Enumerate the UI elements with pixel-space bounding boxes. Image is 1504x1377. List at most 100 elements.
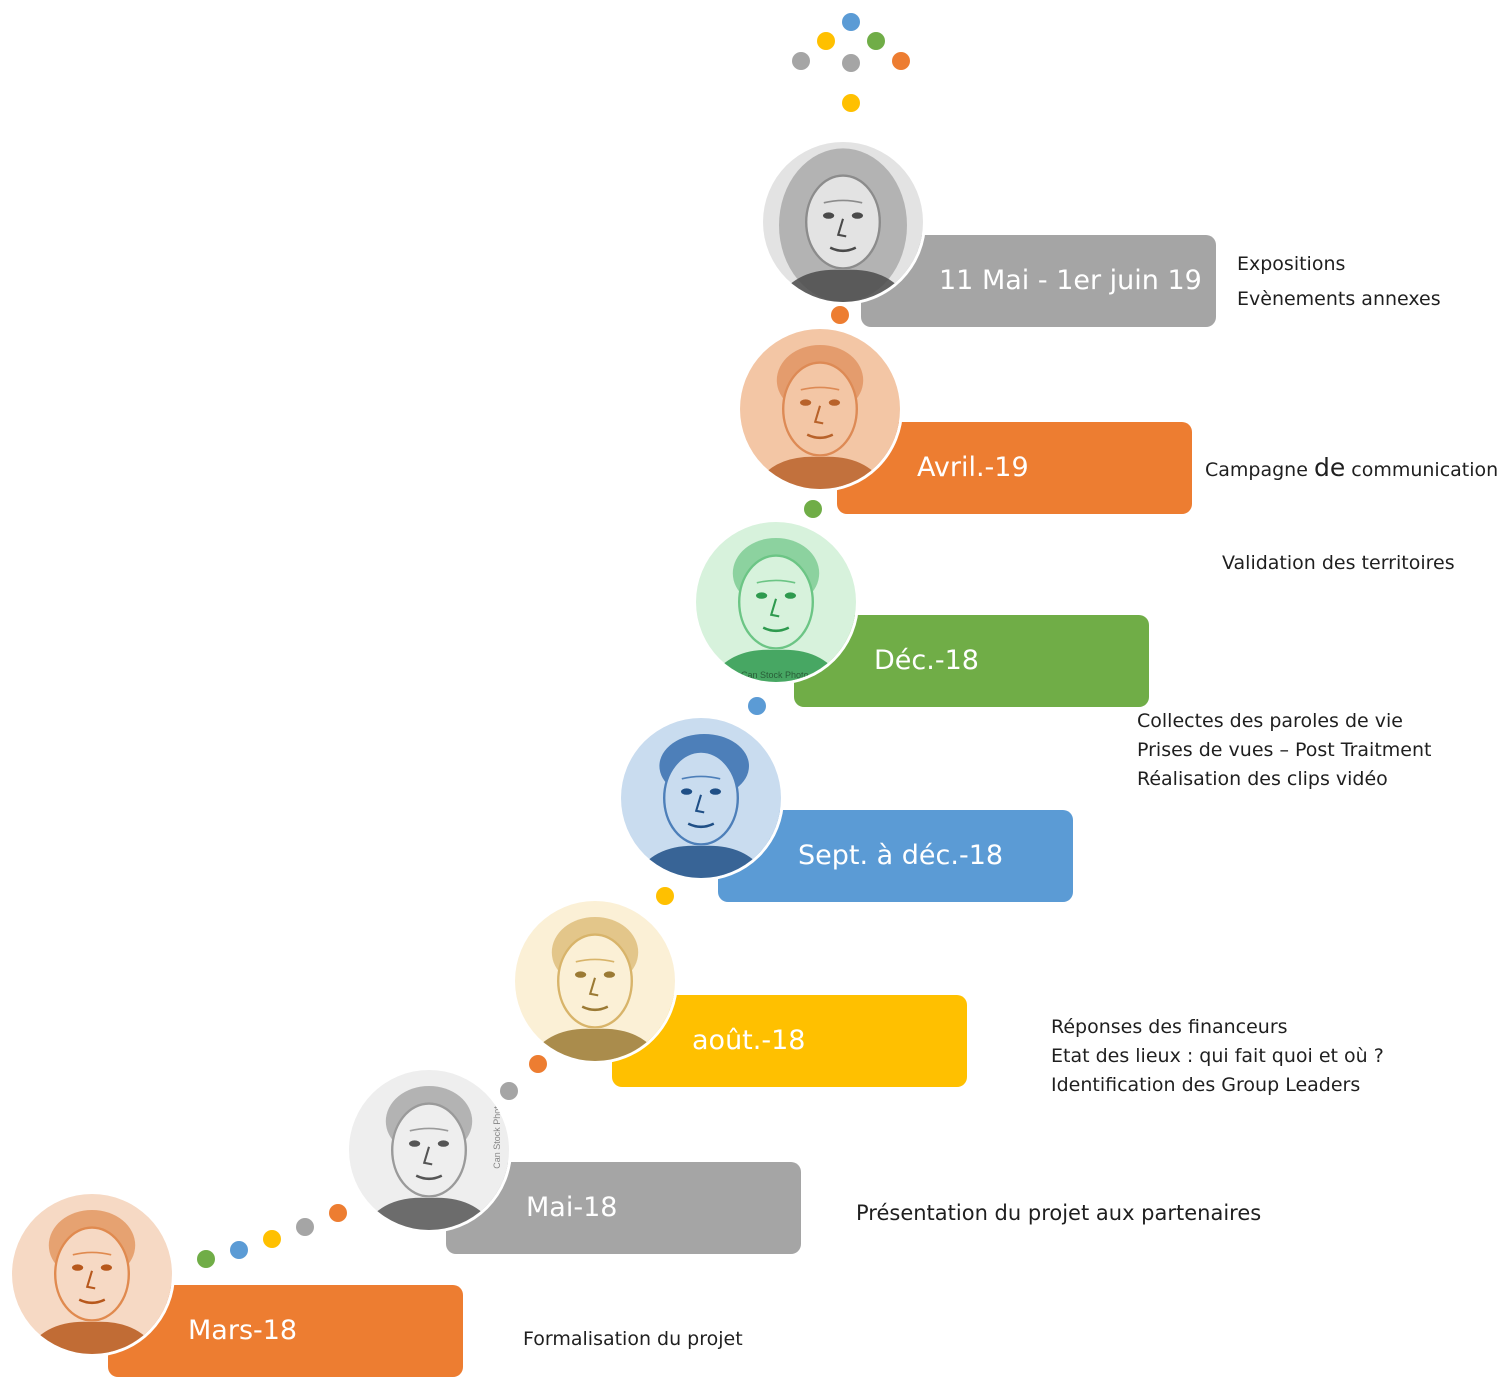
wrinkle-shape	[756, 579, 796, 584]
shoulders-shape	[527, 1028, 663, 1061]
logo-dot	[792, 52, 810, 70]
watermark-text: Can Stock Photo	[741, 670, 809, 680]
portrait-photo	[9, 1191, 175, 1357]
wrinkle-shape	[823, 199, 863, 204]
connector-dot	[263, 1230, 281, 1248]
wrinkle-shape	[72, 1251, 112, 1256]
mouth-shape	[581, 1005, 609, 1012]
elderly-woman-headscarf-portrait-icon	[763, 142, 923, 302]
step-description: Présentation du projet aux partenaires	[856, 1199, 1261, 1228]
connector-dot	[296, 1218, 314, 1236]
elderly-woman-portrait-icon	[696, 522, 856, 682]
description-line: Identification des Group Leaders	[1051, 1074, 1361, 1096]
description-line: Réponses des financeurs	[1051, 1016, 1288, 1038]
description-line: Présentation du projet aux partenaires	[856, 1201, 1262, 1225]
connector-dot	[197, 1250, 215, 1268]
wrinkle-shape	[681, 775, 721, 780]
shoulders-shape	[633, 845, 769, 878]
portrait-photo: Can Stock Photo	[693, 519, 859, 685]
elderly-woman-portrait-icon	[349, 1070, 509, 1230]
nose-shape	[422, 1146, 433, 1166]
description-text: Campagne	[1205, 459, 1314, 481]
nose-shape	[85, 1270, 96, 1290]
shoulders-shape	[24, 1321, 160, 1354]
description-line: Collectes des paroles de vie	[1137, 710, 1403, 732]
date-label: Déc.-18	[874, 645, 979, 676]
portrait-photo	[737, 326, 903, 492]
description-line: Campagne de communication	[1205, 453, 1498, 485]
eye-shape	[756, 592, 768, 599]
elderly-man-portrait-icon	[515, 901, 675, 1061]
logo-dot	[817, 32, 835, 50]
logo-dot	[892, 52, 910, 70]
mouth-shape	[762, 626, 790, 633]
eye-shape	[828, 399, 840, 406]
mouth-shape	[687, 822, 715, 829]
connector-dot	[230, 1241, 248, 1259]
eye-shape	[851, 212, 863, 219]
connector-dot	[329, 1204, 347, 1222]
eye-shape	[784, 592, 796, 599]
step-description: Expositions Evènements annexes	[1237, 250, 1441, 314]
nose-shape	[769, 598, 780, 618]
eye-shape	[800, 399, 812, 406]
nose-shape	[694, 794, 705, 814]
description-line: Formalisation du projet	[523, 1328, 743, 1350]
date-label: août.-18	[692, 1025, 806, 1056]
man-with-beanie-portrait-icon	[621, 718, 781, 878]
eye-shape	[100, 1264, 112, 1271]
description-line: Etat des lieux : qui fait quoi et où ?	[1051, 1045, 1384, 1067]
shoulders-shape	[752, 456, 888, 489]
connector-dot	[656, 887, 674, 905]
eye-shape	[681, 788, 693, 795]
description-emphasis: de	[1313, 453, 1346, 482]
date-label: 11 Mai - 1er juin 19	[939, 265, 1202, 296]
date-label: Mai-18	[526, 1192, 618, 1223]
date-box: août.-18	[612, 995, 967, 1087]
portrait-photo	[618, 715, 784, 881]
description-line: Evènements annexes	[1237, 288, 1441, 310]
watermark-text: Can Stock Photo	[492, 1101, 503, 1169]
connector-dot	[500, 1082, 518, 1100]
eye-shape	[603, 971, 615, 978]
nose-shape	[813, 405, 824, 425]
step-description: Formalisation du projet	[523, 1325, 743, 1354]
mouth-shape	[78, 1298, 106, 1305]
step-description: Campagne de communication	[1205, 453, 1498, 485]
date-label: Sept. à déc.-18	[798, 840, 1004, 871]
connector-dot	[804, 500, 822, 518]
eye-shape	[823, 212, 835, 219]
nose-shape	[836, 218, 847, 238]
step-description: Collectes des paroles de vie Prises de v…	[1137, 707, 1431, 794]
description-line: Expositions	[1237, 253, 1346, 275]
eye-shape	[575, 971, 587, 978]
logo-dot	[842, 13, 860, 31]
portrait-photo	[512, 898, 678, 1064]
mouth-shape	[415, 1174, 443, 1181]
shoulders-shape	[775, 269, 911, 302]
nose-shape	[588, 977, 599, 997]
description-line: Réalisation des clips vidéo	[1137, 768, 1388, 790]
shoulders-shape	[708, 649, 844, 682]
eye-shape	[437, 1140, 449, 1147]
step-description: Validation des territoires	[1222, 549, 1455, 578]
logo-dot	[842, 54, 860, 72]
logo-dot	[842, 94, 860, 112]
date-label: Mars-18	[188, 1315, 298, 1346]
mouth-shape	[829, 246, 857, 253]
elderly-woman-portrait-icon	[740, 329, 900, 489]
eye-shape	[709, 788, 721, 795]
description-text: communication	[1345, 459, 1499, 481]
step-description: Réponses des financeurs Etat des lieux :…	[1051, 1013, 1384, 1100]
portrait-photo: Can Stock Photo	[346, 1067, 512, 1233]
wrinkle-shape	[800, 386, 840, 391]
mouth-shape	[806, 433, 834, 440]
description-line: Validation des territoires	[1222, 552, 1455, 574]
wrinkle-shape	[409, 1127, 449, 1132]
portrait-photo	[760, 139, 926, 305]
date-label: Avril.-19	[917, 452, 1029, 483]
eye-shape	[409, 1140, 421, 1147]
description-line: Prises de vues – Post Traitment	[1137, 739, 1432, 761]
wrinkle-shape	[575, 958, 615, 963]
